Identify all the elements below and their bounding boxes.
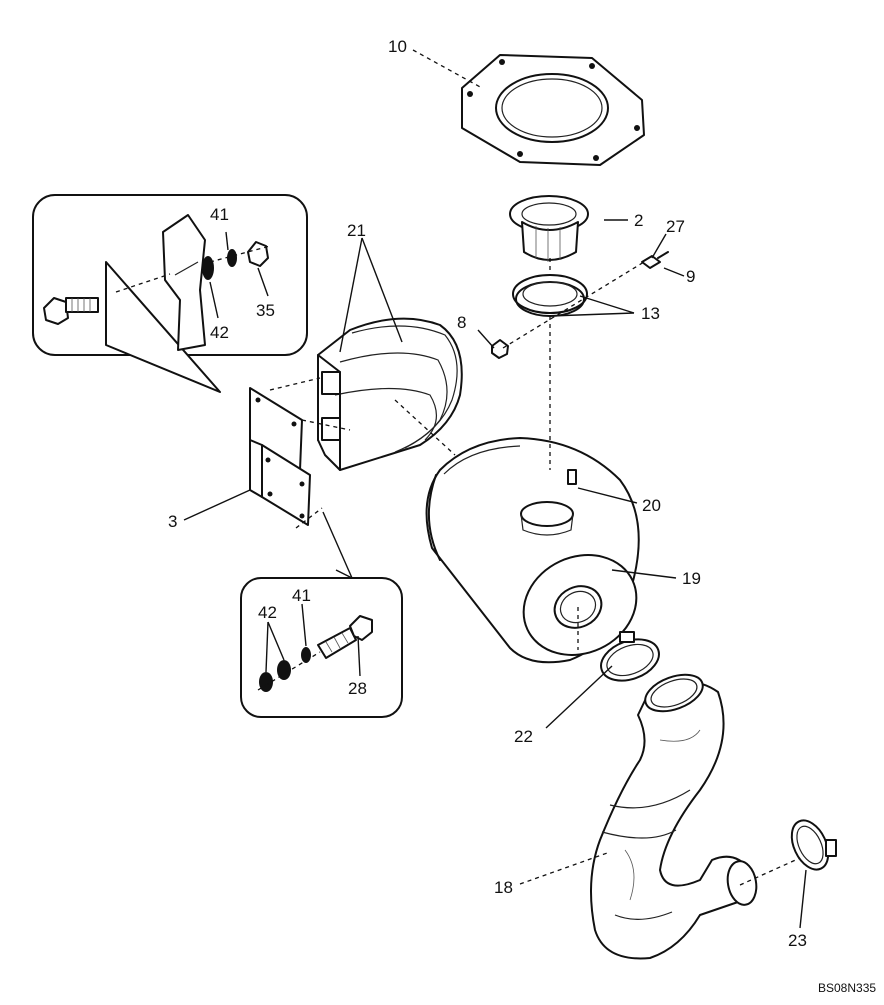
detail-box-upper bbox=[32, 194, 308, 393]
part-3-bracket-plate bbox=[249, 387, 311, 526]
part-10-gasket-plate bbox=[461, 54, 645, 166]
callout-22: 22 bbox=[514, 727, 533, 746]
callout-42-lower: 42 bbox=[258, 603, 277, 622]
part-19-filter-housing bbox=[425, 437, 640, 664]
callout-41-lower: 41 bbox=[292, 586, 311, 605]
callout-8: 8 bbox=[457, 313, 466, 332]
drawing-reference-number: BS08N335 bbox=[818, 981, 876, 995]
callout-35: 35 bbox=[256, 301, 275, 320]
part-22-hose-clamp bbox=[600, 631, 660, 682]
callout-23: 23 bbox=[788, 931, 807, 950]
leader-lines bbox=[183, 49, 807, 929]
part-23-hose-clamp bbox=[790, 819, 837, 871]
callout-20: 20 bbox=[642, 496, 661, 515]
callout-18: 18 bbox=[494, 878, 513, 897]
callout-labels: 10 2 27 9 13 8 21 41 42 35 3 20 19 42 41… bbox=[168, 37, 876, 995]
assembly-centerlines bbox=[269, 258, 801, 886]
callout-19: 19 bbox=[682, 569, 701, 588]
callout-27: 27 bbox=[666, 217, 685, 236]
part-8-nut bbox=[491, 339, 509, 359]
callout-10: 10 bbox=[388, 37, 407, 56]
part-13-seal-rings bbox=[512, 274, 588, 317]
detail-box-lower bbox=[240, 577, 403, 718]
callout-42-upper: 42 bbox=[210, 323, 229, 342]
callout-21: 21 bbox=[347, 221, 366, 240]
callout-13: 13 bbox=[641, 304, 660, 323]
part-21-mounting-bands bbox=[317, 317, 463, 471]
part-18-intake-hose bbox=[590, 673, 758, 960]
callout-2: 2 bbox=[634, 211, 643, 230]
callout-28: 28 bbox=[348, 679, 367, 698]
callout-3: 3 bbox=[168, 512, 177, 531]
part-27-bolt bbox=[641, 251, 669, 269]
callout-41-upper: 41 bbox=[210, 205, 229, 224]
part-2-inlet-adapter bbox=[509, 195, 589, 262]
callout-9: 9 bbox=[686, 267, 695, 286]
